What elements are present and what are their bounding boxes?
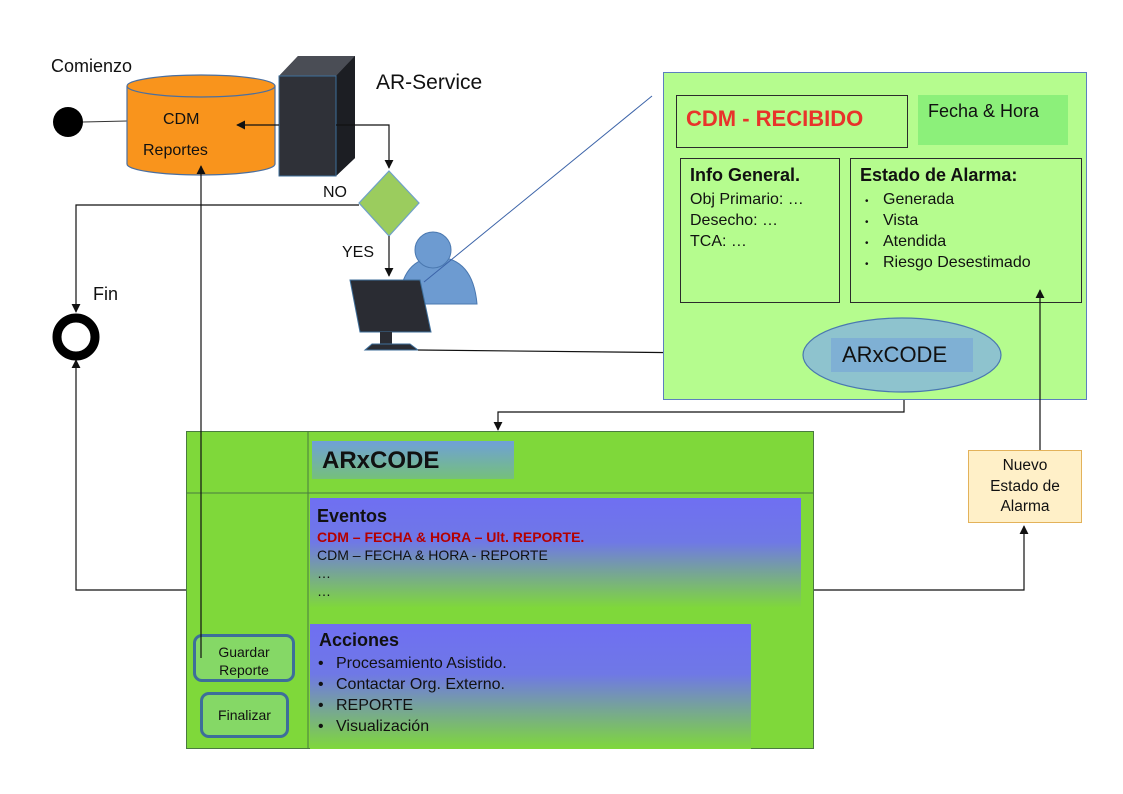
actions-panel: Acciones Procesamiento Asistido. Contact…: [310, 624, 751, 749]
new-state-label: Nuevo: [1002, 457, 1048, 474]
window-title-box: ARxCODE: [312, 441, 514, 479]
db-label-line2: Reportes: [143, 142, 208, 159]
save-report-label: Reporte: [219, 662, 269, 678]
cdm-received-title: CDM - RECIBIDO: [686, 106, 864, 131]
alarm-state-item: Riesgo Desestimado: [857, 252, 1031, 275]
event-item[interactable]: …: [317, 565, 331, 581]
action-item[interactable]: Visualización: [310, 716, 507, 737]
start-node: [53, 107, 83, 137]
finish-label: Finalizar: [218, 707, 271, 723]
app-to-window-arrow: [493, 392, 905, 431]
info-general-box: Info General. Obj Primario: … Desecho: ……: [680, 158, 840, 303]
no-branch-arrow: [71, 204, 359, 313]
db-label-line1: CDM: [163, 111, 200, 128]
info-general-title: Info General.: [690, 165, 801, 185]
event-item-latest[interactable]: CDM – FECHA & HORA – Ult. REPORTE.: [317, 529, 585, 545]
new-alarm-state-box: Nuevo Estado de Alarma: [968, 450, 1082, 523]
yes-label: YES: [342, 244, 375, 261]
alarm-state-item: Atendida: [857, 231, 1031, 254]
server-to-decision-arrow: [336, 124, 394, 169]
new-state-label: Estado de: [990, 477, 1060, 495]
actions-title: Acciones: [319, 630, 400, 650]
event-item[interactable]: CDM – FECHA & HORA - REPORTE: [317, 547, 548, 563]
end-node: [52, 313, 100, 361]
cdm-received-box: CDM - RECIBIDO: [676, 95, 908, 148]
events-title: Eventos: [317, 506, 388, 526]
alarm-state-box: Estado de Alarma: Generada Vista Atendid…: [850, 158, 1082, 303]
action-item[interactable]: REPORTE: [310, 695, 507, 716]
info-general-list: Obj Primario: … Desecho: … TCA: …: [690, 189, 804, 252]
info-item: Desecho: …: [690, 212, 779, 229]
start-label: Comienzo: [51, 56, 133, 76]
events-panel: Eventos CDM – FECHA & HORA – Ult. REPORT…: [310, 498, 801, 608]
new-state-label: Alarma: [1000, 498, 1050, 515]
alarm-state-list: Generada Vista Atendida Riesgo Desestima…: [857, 189, 1031, 275]
user-icon: [398, 231, 478, 305]
decision-diamond: [358, 170, 420, 237]
action-item[interactable]: Procesamiento Asistido.: [310, 653, 507, 674]
workstation-icon: [349, 279, 432, 351]
save-report-button[interactable]: Guardar Reporte: [193, 634, 295, 682]
save-report-label: Guardar: [218, 644, 270, 660]
no-label: NO: [323, 184, 347, 201]
info-item: TCA: …: [690, 233, 747, 250]
datetime-label: Fecha & Hora: [928, 101, 1040, 121]
start-to-db-line: [82, 120, 128, 123]
action-item[interactable]: Contactar Org. Externo.: [310, 674, 507, 695]
server-icon: [278, 56, 355, 177]
info-item: Obj Primario: …: [690, 191, 804, 208]
alarm-state-item: Generada: [857, 189, 1031, 212]
zoom-line: [423, 95, 653, 283]
database-cylinder: [126, 74, 276, 176]
datetime-box: Fecha & Hora: [918, 95, 1068, 145]
events-list: CDM – FECHA & HORA – Ult. REPORTE. CDM –…: [317, 528, 584, 600]
service-label: AR-Service: [376, 71, 483, 94]
alarm-state-title: Estado de Alarma:: [860, 165, 1018, 185]
actions-list: Procesamiento Asistido. Contactar Org. E…: [310, 653, 507, 737]
event-item[interactable]: …: [317, 583, 331, 599]
window-title: ARxCODE: [322, 447, 440, 474]
finish-button[interactable]: Finalizar: [200, 692, 289, 738]
arxcode-ellipse-label: ARxCODE: [842, 342, 948, 367]
end-label: Fin: [93, 284, 119, 304]
alarm-state-item: Vista: [857, 210, 1031, 233]
